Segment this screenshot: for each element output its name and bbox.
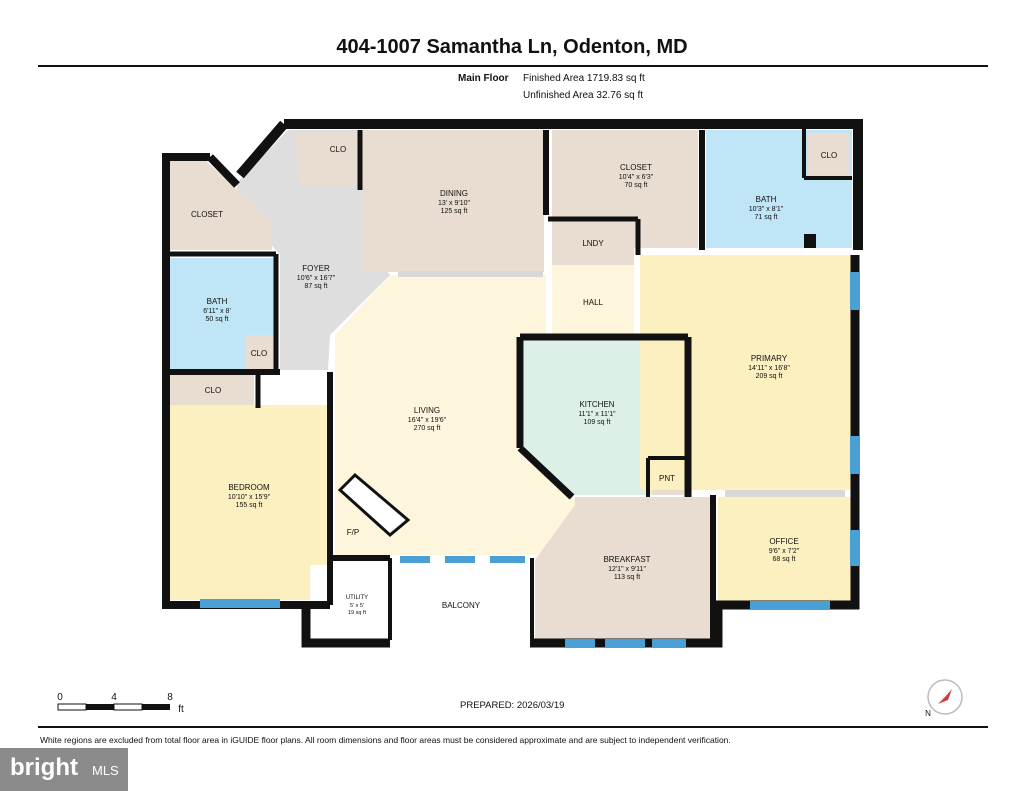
bath-right-area: 71 sq ft xyxy=(755,214,778,221)
clo-foyer-label: CLO xyxy=(330,145,346,154)
scale-bar: 0 4 8 ft xyxy=(57,692,184,715)
closet-top-name: CLOSET xyxy=(620,163,652,172)
disclaimer: White regions are excluded from total fl… xyxy=(40,735,731,745)
footer-rule xyxy=(38,726,988,728)
bedroom-area: 155 sq ft xyxy=(236,502,263,509)
closet-top-area: 70 sq ft xyxy=(625,182,648,189)
balcony-fill xyxy=(392,565,530,643)
balcony-label: BALCONY xyxy=(442,601,481,610)
office-dims: 9'6" x 7'2" xyxy=(769,548,800,555)
lndy-label: LNDY xyxy=(582,239,604,248)
kitchen-name: KITCHEN xyxy=(579,400,614,409)
bath-right-name: BATH xyxy=(756,195,777,204)
pnt-label: PNT xyxy=(659,474,675,483)
breakfast-name: BREAKFAST xyxy=(603,555,650,564)
windows xyxy=(200,271,860,648)
bedroom-dims: 10'10" x 15'9" xyxy=(228,494,271,501)
bath-left-area: 50 sq ft xyxy=(206,316,229,323)
floor-label: Main Floor xyxy=(458,73,509,84)
hall-label: HALL xyxy=(583,298,604,307)
living-area: 270 sq ft xyxy=(414,425,441,432)
scale-tick-8: 8 xyxy=(167,692,173,703)
foyer-area: 87 sq ft xyxy=(305,283,328,290)
unfinished-area: Unfinished Area 32.76 sq ft xyxy=(523,90,644,101)
clo-bath-right-fill xyxy=(808,133,850,175)
prepared-date: PREPARED: 2026/03/19 xyxy=(460,700,565,711)
living-dims: 16'4" x 19'6" xyxy=(408,417,447,424)
scale-unit: ft xyxy=(178,704,184,715)
lndy-fill xyxy=(552,225,634,265)
compass-label: N xyxy=(925,709,931,718)
living-name: LIVING xyxy=(414,406,440,415)
scale-tick-0: 0 xyxy=(57,692,63,703)
kitchen-area: 109 sq ft xyxy=(584,419,611,426)
clo-bath-left-label: CLO xyxy=(251,349,267,358)
exterior-wall-top xyxy=(284,119,863,250)
utility-fill xyxy=(310,565,390,635)
compass-icon: N xyxy=(925,679,963,718)
utility-area: 19 sq ft xyxy=(348,610,367,616)
breakfast-area: 113 sq ft xyxy=(614,574,640,581)
clo-bedroom-fill xyxy=(170,375,254,405)
hall-fill xyxy=(552,265,634,335)
property-address: 404-1007 Samantha Ln, Odenton, MD xyxy=(336,36,688,58)
office-fill xyxy=(718,497,852,602)
closet-left-fill xyxy=(170,160,272,250)
clo-foyer-fill xyxy=(295,133,360,185)
dining-area: 125 sq ft xyxy=(441,208,468,215)
clo-bath-right-label: CLO xyxy=(821,151,837,160)
room-fills xyxy=(170,130,852,643)
bath-left-name: BATH xyxy=(207,297,228,306)
closet-top-dims: 10'4" x 6'3" xyxy=(619,174,654,181)
office-name: OFFICE xyxy=(769,537,798,546)
utility-dims: 5' x 5' xyxy=(350,603,364,609)
office-area: 68 sq ft xyxy=(773,556,796,563)
dining-name: DINING xyxy=(440,189,468,198)
bedroom-fill xyxy=(170,405,327,600)
bedroom-name: BEDROOM xyxy=(228,483,270,492)
kitchen-dims: 11'1" x 11'1" xyxy=(578,411,616,418)
foyer-name: FOYER xyxy=(302,264,330,273)
finished-area: Finished Area 1719.83 sq ft xyxy=(523,73,645,84)
brand-suffix: MLS xyxy=(92,763,119,778)
breakfast-fill xyxy=(535,497,712,640)
primary-dims: 14'11" x 16'8" xyxy=(748,365,790,372)
primary-fill xyxy=(640,255,852,490)
living-fill xyxy=(335,275,575,555)
brand-name: bright xyxy=(10,754,78,781)
foyer-fill xyxy=(237,130,390,370)
clo-bedroom-label: CLO xyxy=(205,386,221,395)
breakfast-dims: 12'1" x 9'11" xyxy=(608,566,646,573)
brand-watermark: bright MLS xyxy=(0,748,128,791)
dining-dims: 13' x 9'10" xyxy=(438,200,471,207)
scale-tick-4: 4 xyxy=(111,692,117,703)
primary-name: PRIMARY xyxy=(751,354,788,363)
dining-fill xyxy=(362,130,544,272)
fp-label: F/P xyxy=(347,528,359,537)
bath-left-dims: 6'11" x 8' xyxy=(203,308,231,315)
utility-name: UTILITY xyxy=(346,595,368,601)
bath-right-dims: 10'3" x 8'1" xyxy=(749,206,784,213)
primary-area: 209 sq ft xyxy=(756,373,783,380)
header-rule xyxy=(38,65,988,67)
room-labels: CLO DINING 13' x 9'10" 125 sq ft CLOSET … xyxy=(191,145,837,616)
clo-bath-left-fill xyxy=(245,335,274,370)
closet-left-label: CLOSET xyxy=(191,210,223,219)
foyer-dims: 10'6" x 16'7" xyxy=(297,275,336,282)
